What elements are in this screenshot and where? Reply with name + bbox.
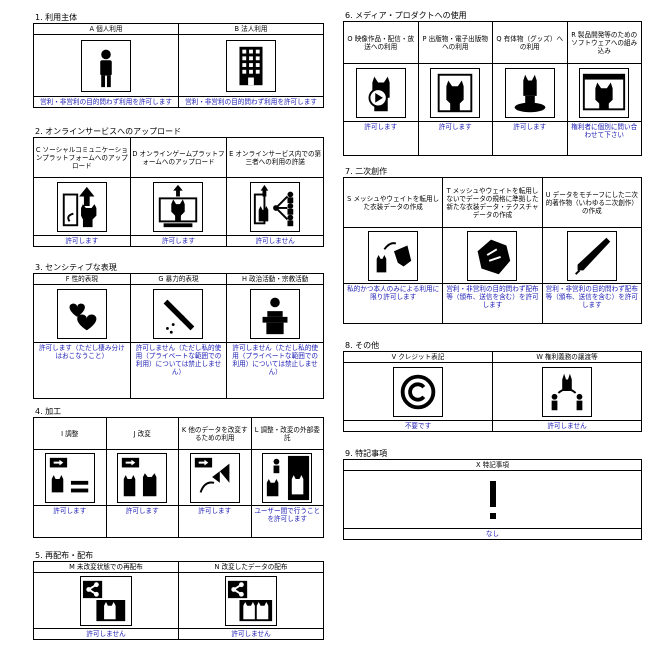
book-icon [430, 67, 481, 118]
outsource-icon [262, 452, 313, 503]
header-c: C ソーシャルコミュニケーションプラットフォームへのアップロード [33, 137, 131, 178]
game-upload-icon [153, 181, 204, 232]
header-u: U データをモチーフにした二次的著作物（いわゆる二次創作）の作成 [541, 177, 643, 228]
section-special-notes: 9. 特記事項 X 特記事項 なし [343, 448, 642, 540]
header-w: W 権利義務の譲渡等 [492, 351, 642, 363]
header-q: Q 有体物（グッズ）への利用 [492, 21, 568, 64]
status-s: 私的かつ本人のみによる利用に限り許可します [342, 283, 444, 324]
status-b: 営利・非営利の目的問わず利用を許可します [178, 96, 324, 108]
status-p: 許可します [417, 121, 493, 156]
status-r: 権利者に個別に問い合わせて下さい [566, 121, 642, 156]
header-g: G 暴力的表現 [129, 273, 228, 285]
header-r: R 製品開発等のためのソフトウェアへの組み込み [566, 21, 642, 64]
status-j: 許可します [105, 505, 179, 538]
person-icon [81, 39, 131, 92]
section-title: 1. 利用主体 [35, 13, 78, 22]
header-m: M 未改変状態での再配布 [33, 561, 179, 573]
header-e: E オンラインサービス内での第三者への利用の許諾 [226, 137, 324, 178]
header-d: D オンラインゲームプラットフォームへのアップロード [129, 137, 228, 178]
figure-icon [504, 67, 555, 118]
share-icon [80, 575, 132, 626]
header-h: H 政治活動・宗教活動 [226, 273, 324, 285]
header-f: F 性的表現 [33, 273, 131, 285]
social-upload-icon [56, 181, 107, 232]
copyright-icon [393, 366, 443, 417]
status-q: 許可します [492, 121, 568, 156]
header-p: P 出版物・電子出版物への利用 [417, 21, 493, 64]
share-modified-icon [225, 575, 277, 626]
status-e: 許可しません [226, 235, 324, 247]
cloth-icon [467, 230, 518, 281]
section-online-upload: 2. オンラインサービスへのアップロード C ソーシャルコミュニケーションプラッ… [33, 126, 324, 247]
section-title: 5. 再配布・配布 [35, 551, 94, 560]
status-c: 許可します [33, 235, 131, 247]
status-h: 許可しません（ただし私的使用（プライベートな範囲での利用）については禁止しません… [226, 342, 324, 399]
header-i: I 調整 [33, 417, 107, 450]
outfit-icon [368, 230, 419, 281]
section-title: 3. センシティブな表現 [35, 263, 117, 272]
status-d: 許可します [129, 235, 228, 247]
header-s: S メッシュやウェイトを転用した衣装データの作成 [342, 177, 444, 228]
section-title: 7. 二次創作 [345, 167, 388, 176]
section-title: 8. その他 [345, 341, 380, 350]
hearts-icon [56, 288, 107, 339]
third-party-icon [250, 181, 301, 232]
status-m: 許可しません [33, 628, 179, 640]
status-l: ユーザー間で行うことを許可します [250, 505, 324, 538]
status-w: 許可しません [492, 420, 642, 432]
status-n: 許可しません [178, 628, 324, 640]
header-l: L 調整・改変の外部委託 [250, 417, 324, 450]
section-title: 6. メディア・プロダクトへの使用 [345, 11, 467, 20]
section-title: 2. オンラインサービスへのアップロード [35, 127, 182, 136]
header-o: O 映像作品・配信・放送への利用 [343, 21, 419, 64]
exclamation-icon [478, 475, 508, 525]
header-a: A 個人利用 [33, 23, 179, 35]
video-icon [355, 67, 406, 118]
status-x: なし [343, 528, 642, 540]
status-f: 許可します（ただし棲み分けはおこなうこと） [33, 342, 131, 399]
building-icon [226, 39, 276, 92]
status-t: 営利・非営利の目的問わず配布等（頒布、送信を含む）を許可します [442, 283, 543, 324]
header-x: X 特記事項 [343, 459, 642, 471]
bow-icon [189, 452, 240, 503]
status-a: 営利・非営利の目的問わず利用を許可します [33, 96, 179, 108]
pen-icon [566, 230, 617, 281]
adjust-icon [44, 452, 95, 503]
transfer-icon [542, 366, 592, 417]
header-j: J 改変 [105, 417, 179, 450]
section-title: 4. 加工 [35, 407, 62, 416]
software-icon [579, 67, 630, 118]
header-n: N 改変したデータの配布 [178, 561, 324, 573]
header-b: B 法人利用 [178, 23, 324, 35]
knife-icon [153, 288, 204, 339]
header-t: T メッシュやウェイトを転用しないでデータの規格に準拠した新たな衣装データ・テク… [442, 177, 543, 228]
header-k: K 他のデータを改変するための利用 [178, 417, 252, 450]
status-i: 許可します [33, 505, 107, 538]
status-g: 許可しません（ただし私的使用（プライベートな範囲での利用）については禁止しません… [129, 342, 228, 399]
status-k: 許可します [178, 505, 252, 538]
podium-icon [250, 288, 301, 339]
status-o: 許可します [343, 121, 419, 156]
status-u: 営利・非営利の目的問わず配布等（頒布、送信を含む）を許可します [541, 283, 643, 324]
header-v: V クレジット表記 [343, 351, 493, 363]
section-title: 9. 特記事項 [345, 449, 388, 458]
status-v: 不要です [343, 420, 493, 432]
modify-icon [117, 452, 168, 503]
